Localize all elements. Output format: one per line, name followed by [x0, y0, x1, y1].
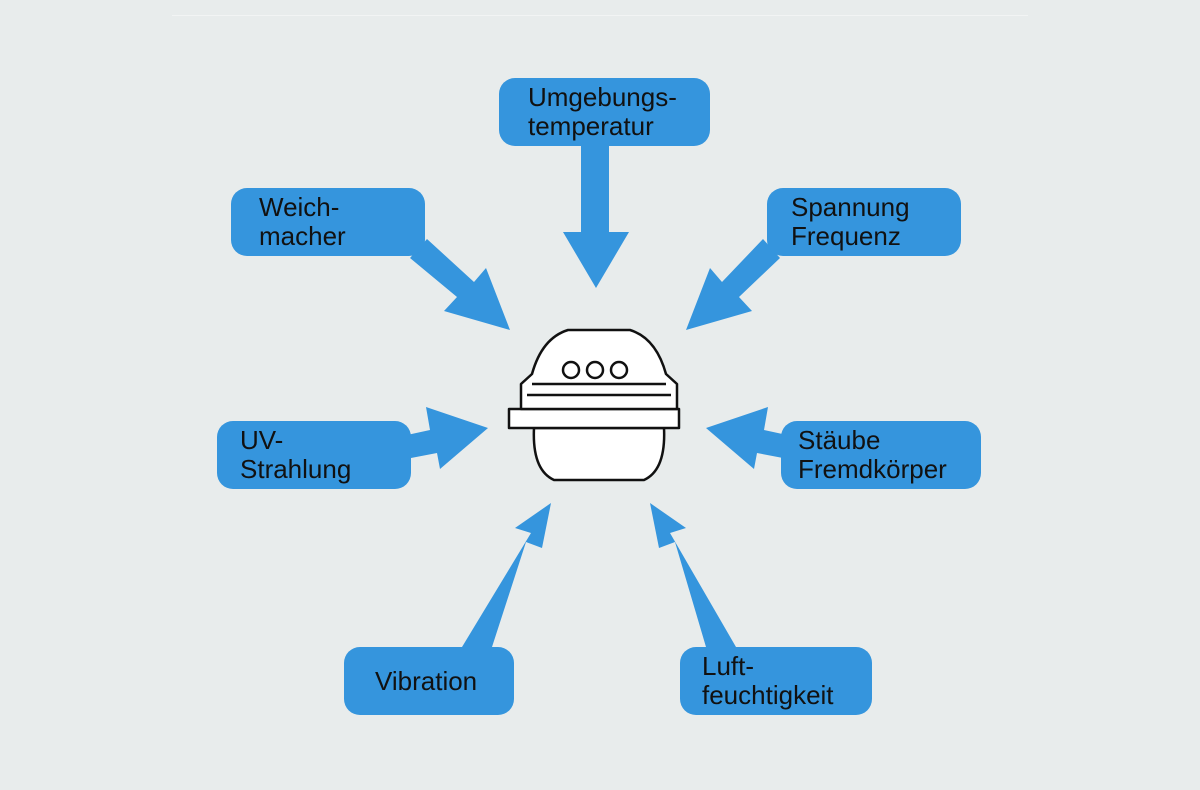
label-line: Frequenz: [791, 221, 901, 251]
top-divider: [172, 15, 1028, 16]
label-line: temperatur: [528, 111, 654, 141]
label-line: feuchtigkeit: [702, 680, 834, 710]
label-line: Stäube: [798, 425, 881, 455]
sensor-housing-icon: [507, 328, 681, 482]
label-line: Spannung: [791, 192, 910, 222]
arrow-staube-fremdkoerper: [706, 407, 787, 469]
indicator-light: [609, 360, 629, 380]
label-uv-strahlung: UV- Strahlung: [217, 421, 411, 489]
label-line: Luft-: [702, 651, 755, 681]
arrow-vibration: [462, 503, 551, 647]
label-line: Vibration: [375, 665, 478, 696]
label-line: UV-: [240, 425, 284, 455]
label-line: Strahlung: [240, 454, 352, 484]
indicator-light: [561, 360, 581, 380]
label-line: macher: [259, 221, 346, 251]
label-line: Weich-: [259, 192, 340, 222]
arrow-weichmacher: [410, 239, 510, 330]
label-weichmacher: Weich- macher: [231, 188, 425, 256]
label-staube-fremdkoerper: Stäube Fremdkörper: [781, 421, 981, 489]
label-umgebungstemperatur: Umgebungs- temperatur: [499, 78, 710, 146]
label-luftfeuchtigkeit: Luft- feuchtigkeit: [680, 647, 872, 715]
device-base: [532, 426, 666, 482]
device-flange: [507, 407, 681, 430]
indicator-light: [585, 360, 605, 380]
label-vibration: Vibration: [344, 647, 514, 715]
arrow-spannung-frequenz: [686, 239, 780, 330]
arrow-uv-strahlung: [407, 407, 488, 469]
label-line: Umgebungs-: [528, 82, 677, 112]
arrow-umgebungstemperatur: [563, 146, 629, 288]
arrow-luftfeuchtigkeit: [650, 503, 736, 647]
label-line: Fremdkörper: [798, 454, 947, 484]
label-spannung-frequenz: Spannung Frequenz: [767, 188, 961, 256]
